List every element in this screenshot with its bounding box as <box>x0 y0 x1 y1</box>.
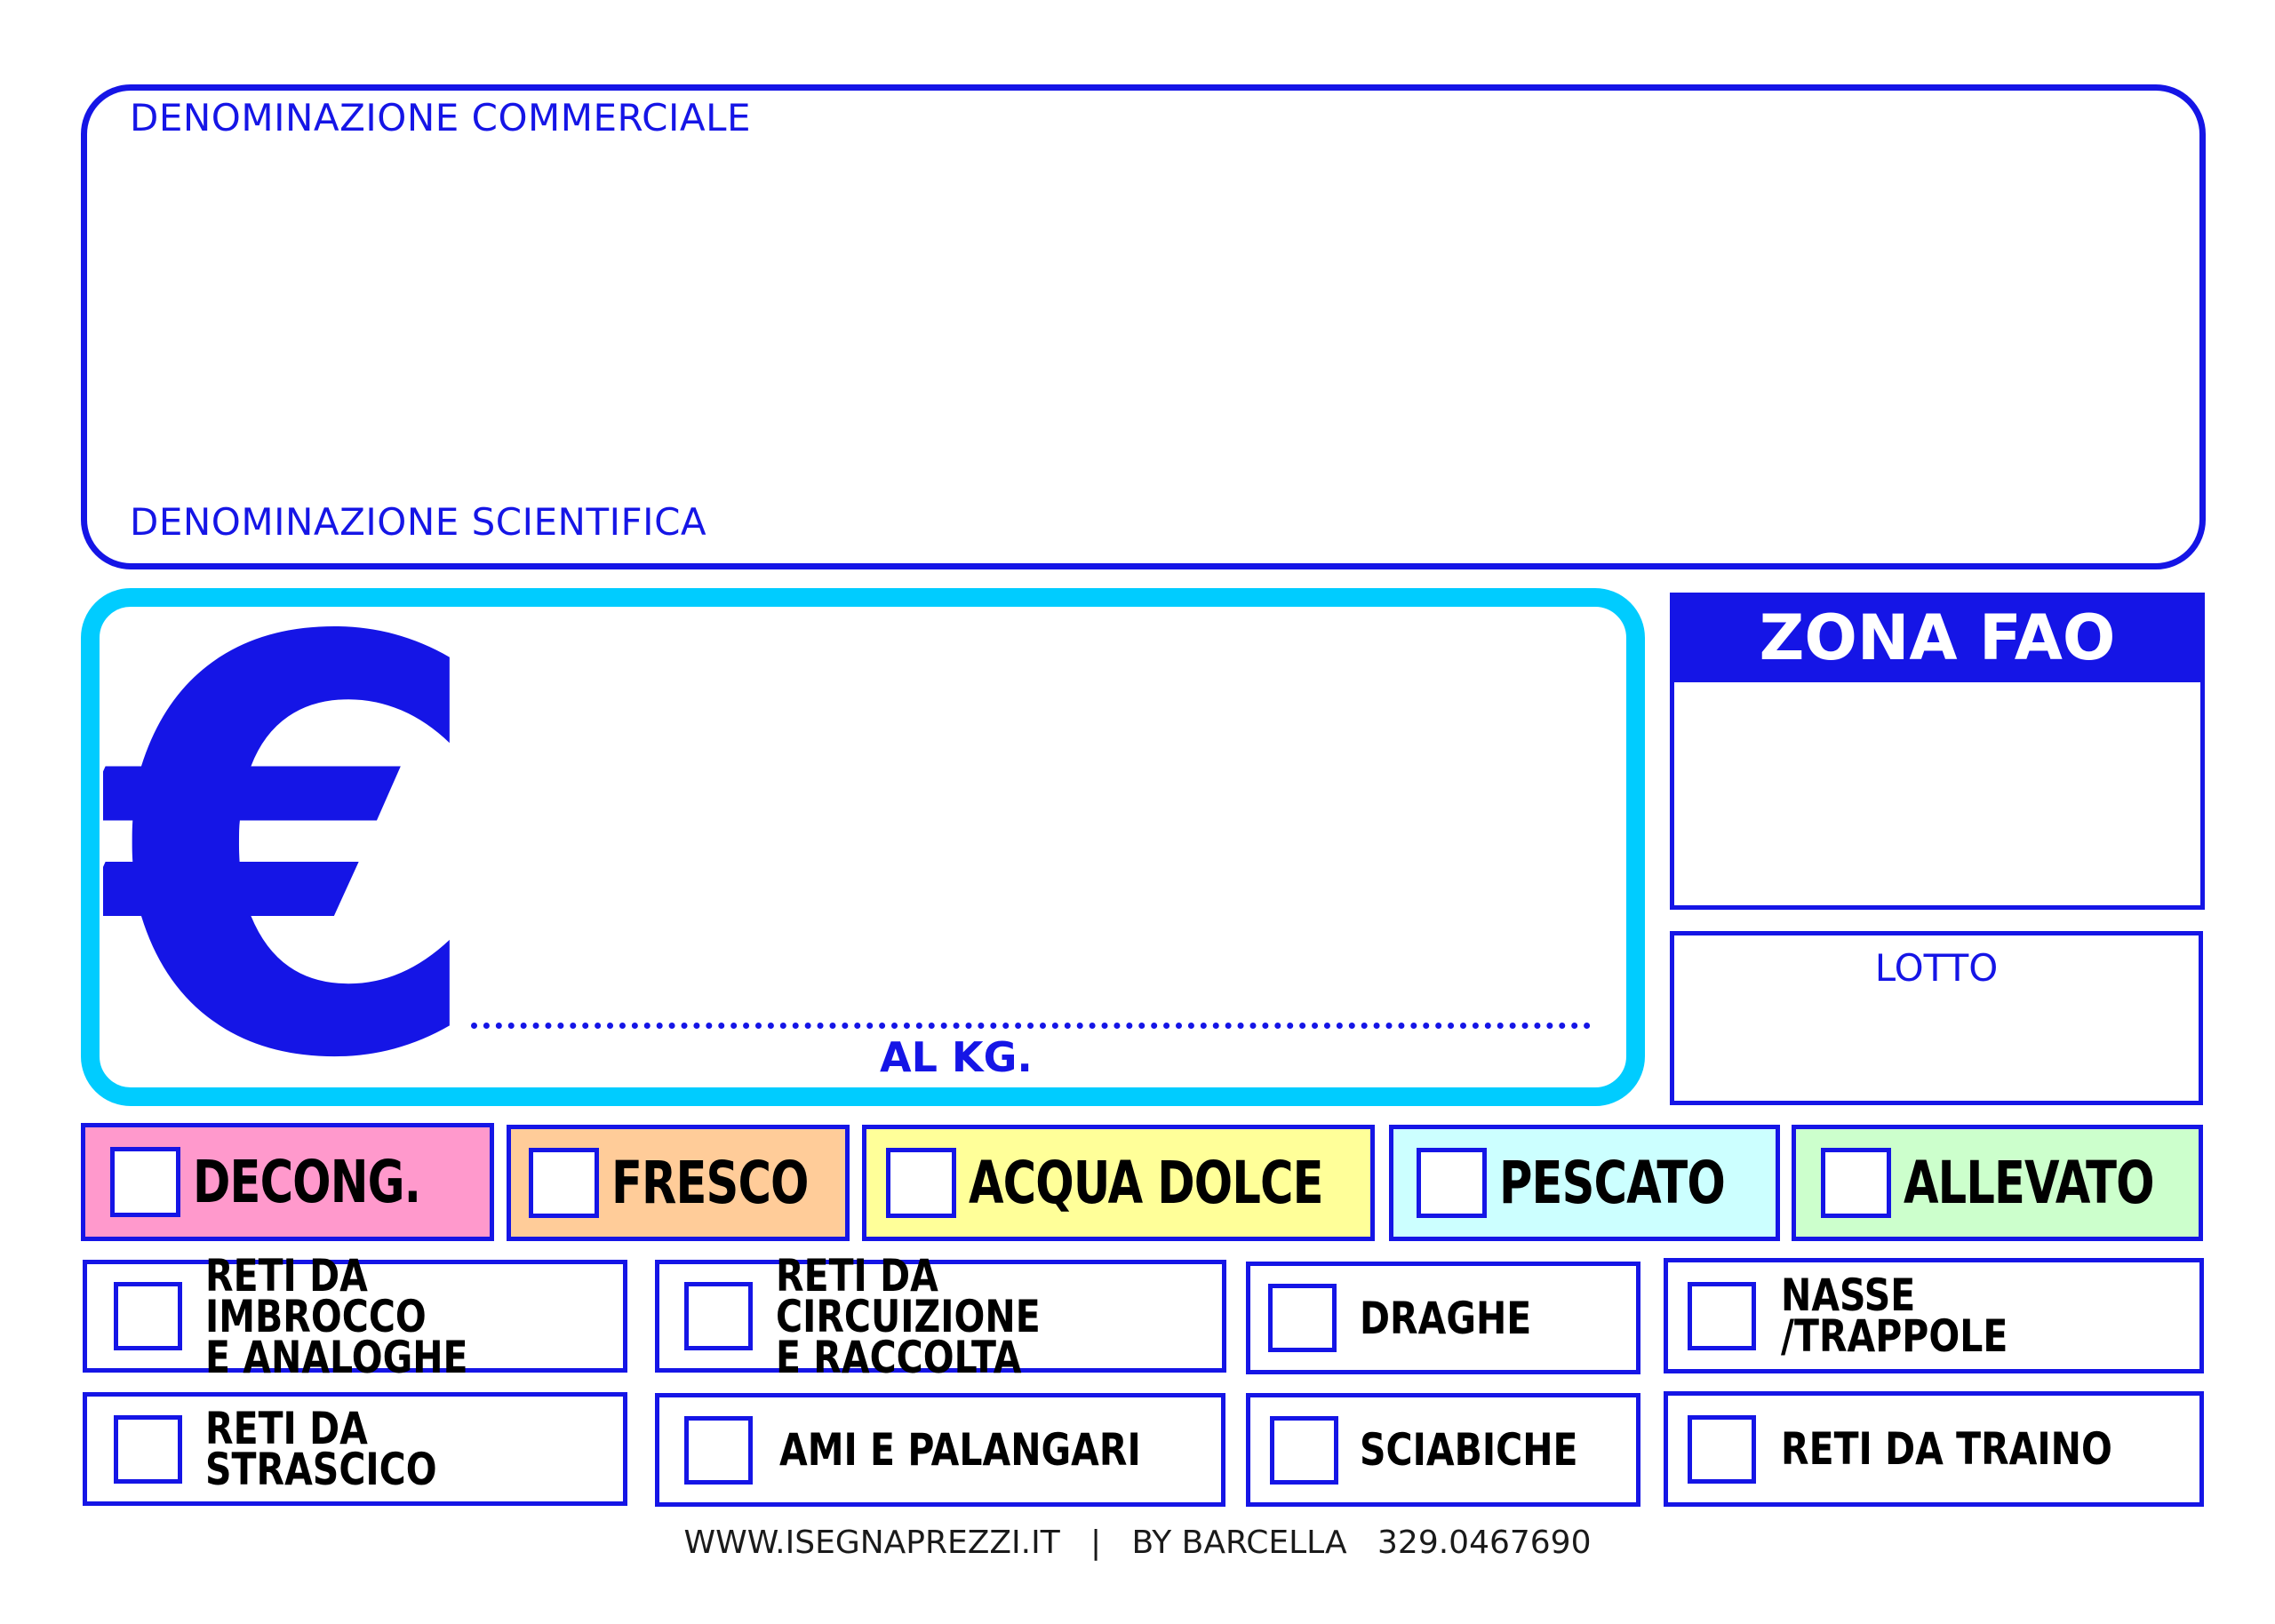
gear-nasse-trappole[interactable]: NASSE /TRAPPOLE <box>1664 1258 2204 1373</box>
category-label: ALLEVATO <box>1904 1149 2154 1217</box>
gear-label: SCIABICHE <box>1360 1424 1578 1476</box>
category-acqua-dolce[interactable]: ACQUA DOLCE <box>862 1125 1375 1241</box>
euro-icon: € <box>103 586 476 1084</box>
footer-text: WWW.ISEGNAPREZZI.IT | BY BARCELLA 329.04… <box>683 1524 1592 1561</box>
checkbox[interactable] <box>684 1415 753 1485</box>
gear-sciabiche[interactable]: SCIABICHE <box>1246 1393 1640 1507</box>
category-label: DECONG. <box>193 1148 421 1216</box>
price-box[interactable] <box>81 588 1645 1106</box>
euro-glyph: € <box>103 586 476 1084</box>
category-label: PESCATO <box>1499 1149 1726 1217</box>
checkbox[interactable] <box>1821 1148 1891 1218</box>
gear-reti-traino[interactable]: RETI DA TRAINO <box>1664 1391 2204 1507</box>
gear-label: AMI E PALANGARI <box>779 1424 1141 1476</box>
checkbox[interactable] <box>114 1282 182 1350</box>
checkbox[interactable] <box>1268 1284 1337 1352</box>
gear-label: RETI DA IMBROCCO E ANALOGHE <box>205 1249 468 1383</box>
checkbox[interactable] <box>114 1414 182 1484</box>
checkbox[interactable] <box>1417 1148 1487 1218</box>
category-fresco[interactable]: FRESCO <box>507 1125 850 1241</box>
category-allevato[interactable]: ALLEVATO <box>1792 1125 2203 1241</box>
gear-reti-circuizione[interactable]: RETI DA CIRCUIZIONE E RACCOLTA <box>655 1254 1226 1380</box>
gear-ami-palangari[interactable]: AMI E PALANGARI <box>655 1393 1225 1507</box>
price-dotted-line <box>471 1023 1591 1029</box>
gear-label: NASSE /TRAPPOLE <box>1781 1270 2008 1362</box>
gear-label: RETI DA CIRCUIZIONE E RACCOLTA <box>776 1249 1041 1383</box>
name-box[interactable] <box>81 84 2206 569</box>
checkbox[interactable] <box>110 1147 180 1217</box>
per-kg-label: AL KG. <box>880 1033 1033 1081</box>
gear-label: RETI DA STRASCICO <box>205 1403 437 1495</box>
checkbox[interactable] <box>529 1148 599 1218</box>
label-denominazione-commerciale: DENOMINAZIONE COMMERCIALE <box>130 96 752 139</box>
category-decong[interactable]: DECONG. <box>81 1123 494 1241</box>
category-label: FRESCO <box>611 1149 809 1217</box>
lotto-label: LOTTO <box>1874 946 1999 990</box>
checkbox[interactable] <box>1270 1415 1338 1485</box>
checkbox[interactable] <box>1688 1414 1756 1484</box>
gear-reti-strascico[interactable]: RETI DA STRASCICO <box>83 1392 627 1506</box>
category-pescato[interactable]: PESCATO <box>1389 1125 1780 1241</box>
gear-reti-imbrocco[interactable]: RETI DA IMBROCCO E ANALOGHE <box>83 1254 627 1380</box>
checkbox[interactable] <box>886 1148 956 1218</box>
label-denominazione-scientifica: DENOMINAZIONE SCIENTIFICA <box>130 500 707 544</box>
gear-label: DRAGHE <box>1360 1292 1532 1344</box>
gear-label: RETI DA TRAINO <box>1781 1423 2112 1475</box>
lotto-box[interactable] <box>1670 931 2203 1105</box>
checkbox[interactable] <box>1688 1281 1756 1350</box>
gear-draghe[interactable]: DRAGHE <box>1246 1262 1640 1374</box>
checkbox[interactable] <box>684 1282 753 1350</box>
zona-fao-header: ZONA FAO <box>1670 593 2205 682</box>
category-label: ACQUA DOLCE <box>969 1149 1324 1217</box>
